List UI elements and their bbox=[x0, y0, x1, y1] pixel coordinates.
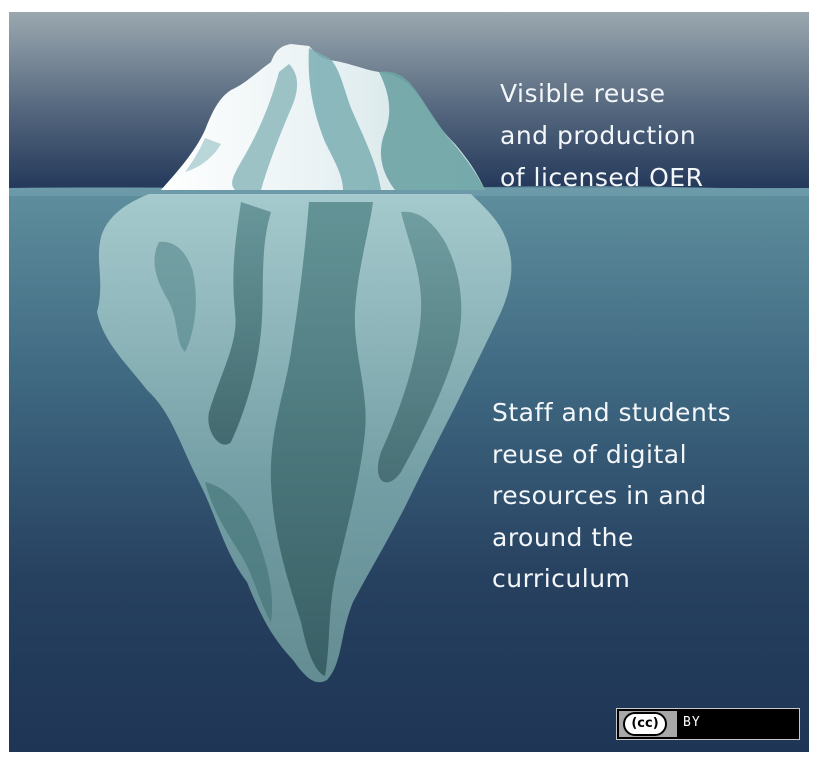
iceberg-diagram: Visible reuse and production of licensed… bbox=[9, 12, 809, 752]
iceberg-scene bbox=[9, 12, 809, 752]
iceberg-shadow-5 bbox=[205, 482, 273, 622]
iceberg-shadow-2 bbox=[270, 202, 373, 676]
below-water-line: reuse of digital bbox=[492, 439, 688, 469]
iceberg-tip-shade-2 bbox=[308, 48, 381, 190]
iceberg-tip-shade-4 bbox=[185, 138, 221, 172]
cc-logo: (cc) bbox=[623, 712, 667, 736]
below-water-line: resources in and bbox=[492, 481, 707, 510]
creative-commons-by-icon[interactable]: (cc) BY bbox=[616, 708, 800, 740]
below-water-label: Staff and students reuse of digital reso… bbox=[492, 392, 731, 600]
above-water-label: Visible reuse and production of licensed… bbox=[500, 73, 703, 199]
below-water-line: around the bbox=[492, 522, 634, 552]
iceberg-shadow-4 bbox=[154, 241, 196, 352]
below-water-line: Staff and students bbox=[492, 398, 732, 427]
below-water-line: curriculum bbox=[492, 564, 631, 593]
above-water-line: Visible reuse bbox=[500, 79, 666, 108]
above-water-line: of licensed OER bbox=[500, 163, 704, 192]
by-label: BY bbox=[683, 715, 701, 730]
iceberg-tip-shade-1 bbox=[232, 64, 298, 190]
iceberg-shadow-3 bbox=[377, 211, 462, 483]
above-water-line: and production bbox=[500, 121, 697, 150]
iceberg-shadow-1 bbox=[208, 202, 271, 445]
iceberg-tip-shade-3 bbox=[379, 71, 485, 190]
